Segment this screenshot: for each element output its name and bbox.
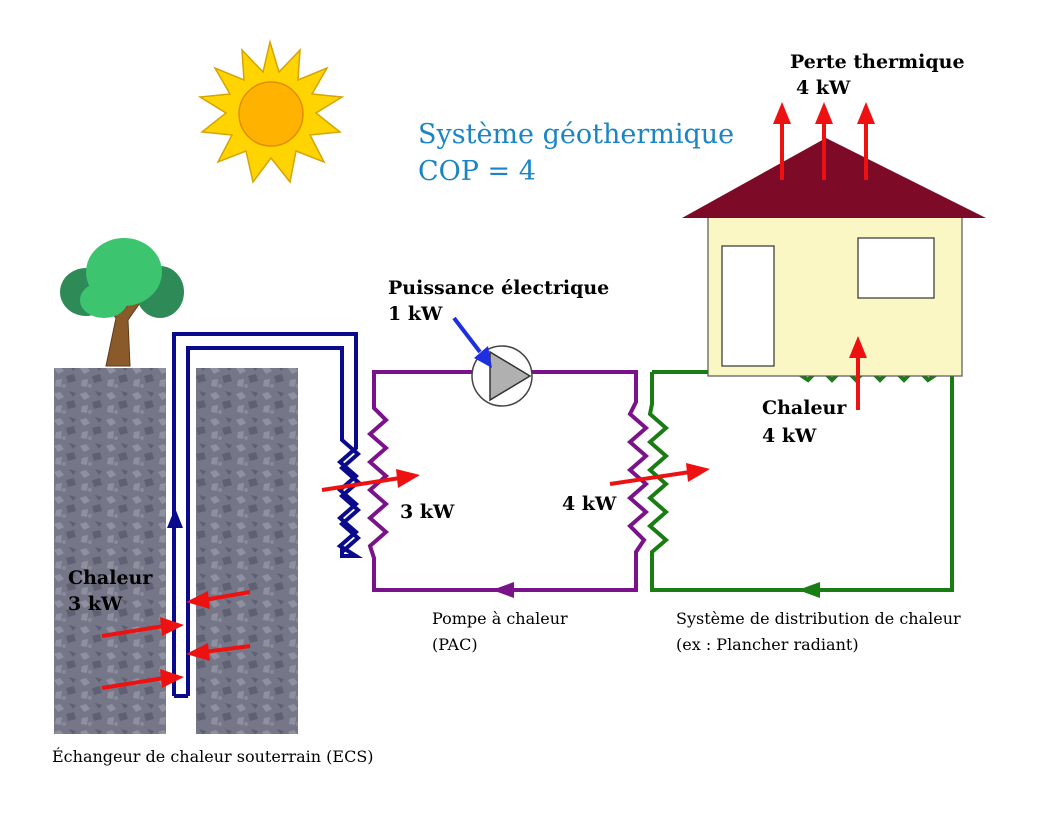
house-door: [721, 245, 775, 367]
heat-loss-value: 4 kW: [796, 77, 851, 99]
house-window: [857, 237, 935, 299]
heat-loss-arrows: [773, 102, 875, 180]
borehole: [166, 368, 196, 690]
ground-heat-value: 3 kW: [68, 593, 123, 615]
evaporator-power-label: 3 kW: [400, 501, 455, 523]
electric-power-title: Puissance électrique: [388, 277, 609, 299]
house-roof: [682, 138, 986, 218]
sun-icon: [197, 39, 345, 184]
house: [682, 138, 986, 377]
ground-exchanger-label: Échangeur de chaleur souterrain (ECS): [52, 746, 374, 766]
ground-left: [54, 368, 166, 734]
title-line-2: COP = 4: [418, 156, 536, 187]
borehole-bottom: [166, 690, 196, 716]
ground-right: [196, 368, 298, 734]
evaporator-heat-arrow-icon: [321, 469, 420, 492]
pac-label-line-1: Pompe à chaleur: [432, 609, 568, 628]
electric-arrow-icon: [452, 316, 492, 368]
pac-label-line-2: (PAC): [432, 635, 478, 654]
house-heat-value: 4 kW: [762, 425, 817, 447]
house-heat-arrow-icon: [849, 336, 867, 410]
title-line-1: Système géothermique: [418, 119, 734, 150]
condenser-heat-arrow-icon: [609, 463, 710, 486]
distribution-label-line-2: (ex : Plancher radiant): [676, 635, 859, 654]
ground-flow-arrow-icon: [167, 508, 183, 528]
ground-loop: [172, 332, 363, 698]
ground-heat-arrows: [101, 590, 251, 690]
tree-icon: [60, 238, 184, 367]
ground-heat-title: Chaleur: [68, 567, 153, 589]
distribution-label-line-1: Système de distribution de chaleur: [676, 609, 961, 628]
house-heat-title: Chaleur: [762, 397, 847, 419]
pac-flow-arrow-icon: [492, 582, 514, 598]
electric-power-value: 1 kW: [388, 303, 443, 325]
distribution-flow-arrow-icon: [798, 582, 820, 598]
condenser-power-label: 4 kW: [562, 493, 617, 515]
heat-loss-title: Perte thermique: [790, 51, 965, 73]
